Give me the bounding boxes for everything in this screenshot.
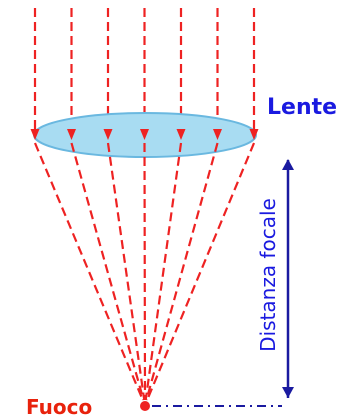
- ray-arrowhead: [213, 129, 222, 140]
- focal-distance-label: Distanza focale: [256, 198, 280, 352]
- incoming-rays: [33, 8, 256, 130]
- ray-arrowhead: [67, 129, 76, 140]
- ray-arrowheads: [30, 129, 259, 140]
- converging-rays: [33, 142, 256, 401]
- converging-ray: [144, 142, 183, 401]
- focus-label: Fuoco: [26, 395, 92, 416]
- converging-ray: [145, 142, 219, 401]
- ray-arrowhead: [249, 129, 259, 140]
- focus-point: [140, 401, 150, 411]
- ray-arrowhead: [30, 129, 40, 140]
- converging-ray: [146, 142, 256, 401]
- converging-ray: [106, 142, 146, 401]
- lens-label: Lente: [267, 95, 337, 120]
- ray-arrowhead: [140, 129, 149, 140]
- converging-ray: [33, 142, 144, 401]
- converging-ray: [70, 142, 145, 401]
- ray-arrowhead: [176, 129, 186, 140]
- ray-arrowhead: [103, 129, 113, 140]
